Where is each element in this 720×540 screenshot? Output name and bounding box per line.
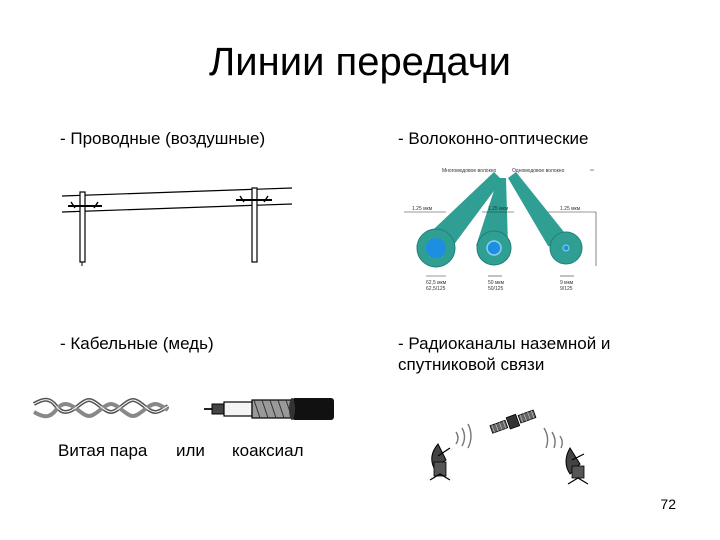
satellite	[489, 409, 537, 434]
item-fiber-optic: - Волоконно-оптические	[398, 129, 589, 148]
fiber-core-2-ratio: 50/125	[488, 286, 504, 292]
fiber-header-singlemode: Одномодовое волокно	[512, 168, 565, 174]
fiber-wavelength-3: 1.25 мкм	[560, 206, 581, 212]
fiber-wavelength-1: 1.25 мкм	[412, 206, 433, 212]
caption-or: или	[176, 441, 205, 460]
fiber-header-multimode: Многомодовое волокно	[442, 168, 497, 174]
item-radio-line1: - Радиоканалы наземной и	[398, 334, 611, 353]
coaxial-cable-illustration	[204, 398, 334, 420]
fiber-core-2-size: 50 мкм	[488, 280, 505, 286]
fiber-core-1-ratio: 62,5/125	[426, 286, 446, 292]
satellite-link-illustration	[429, 409, 589, 485]
overhead-line-illustration	[61, 187, 293, 266]
fiber-core-1-size: 62,5 мкм	[426, 280, 447, 286]
ground-dish-right	[565, 447, 589, 485]
page-number: 72	[660, 496, 676, 512]
item-cable-copper: - Кабельные (медь)	[60, 334, 214, 353]
item-wired-overhead: - Проводные (воздушные)	[60, 129, 266, 148]
fiber-optic-diagram: Многомодовое волокно Одномодовое волокно…	[404, 168, 597, 292]
ground-dish-left	[429, 443, 451, 481]
fiber-wavelength-2: 1.25 мкм	[488, 206, 509, 212]
slide-title: Линии передачи	[209, 40, 511, 84]
fiber-core-3-size: 9 мкм	[560, 280, 574, 286]
item-radio-line2: спутниковой связи	[398, 355, 545, 374]
caption-coaxial: коаксиал	[232, 441, 304, 460]
item-radio-channels: - Радиоканалы наземной и спутниковой свя…	[398, 333, 610, 375]
caption-twisted-pair: Витая пара	[58, 441, 148, 460]
fiber-core-3-ratio: 9/125	[560, 286, 573, 292]
twisted-pair-illustration	[32, 397, 170, 419]
